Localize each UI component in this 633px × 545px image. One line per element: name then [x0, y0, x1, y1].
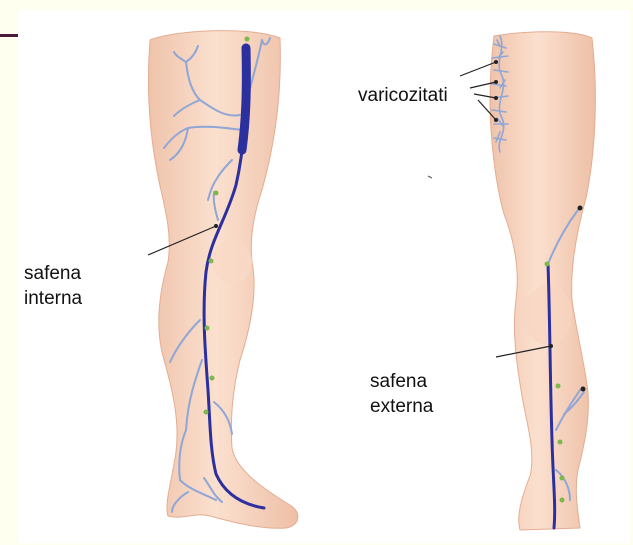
safena-externa-label-line1: safena — [370, 370, 427, 394]
right-leg — [428, 32, 595, 530]
safena-externa-label-line2: externa — [370, 395, 433, 419]
right-leg-silhouette — [490, 32, 595, 530]
safena-interna-label-line2: interna — [24, 287, 82, 311]
safena-interna-label-line1: safena — [24, 262, 81, 286]
left-leg — [148, 31, 298, 529]
varicozitati-label: varicozitati — [358, 84, 448, 108]
